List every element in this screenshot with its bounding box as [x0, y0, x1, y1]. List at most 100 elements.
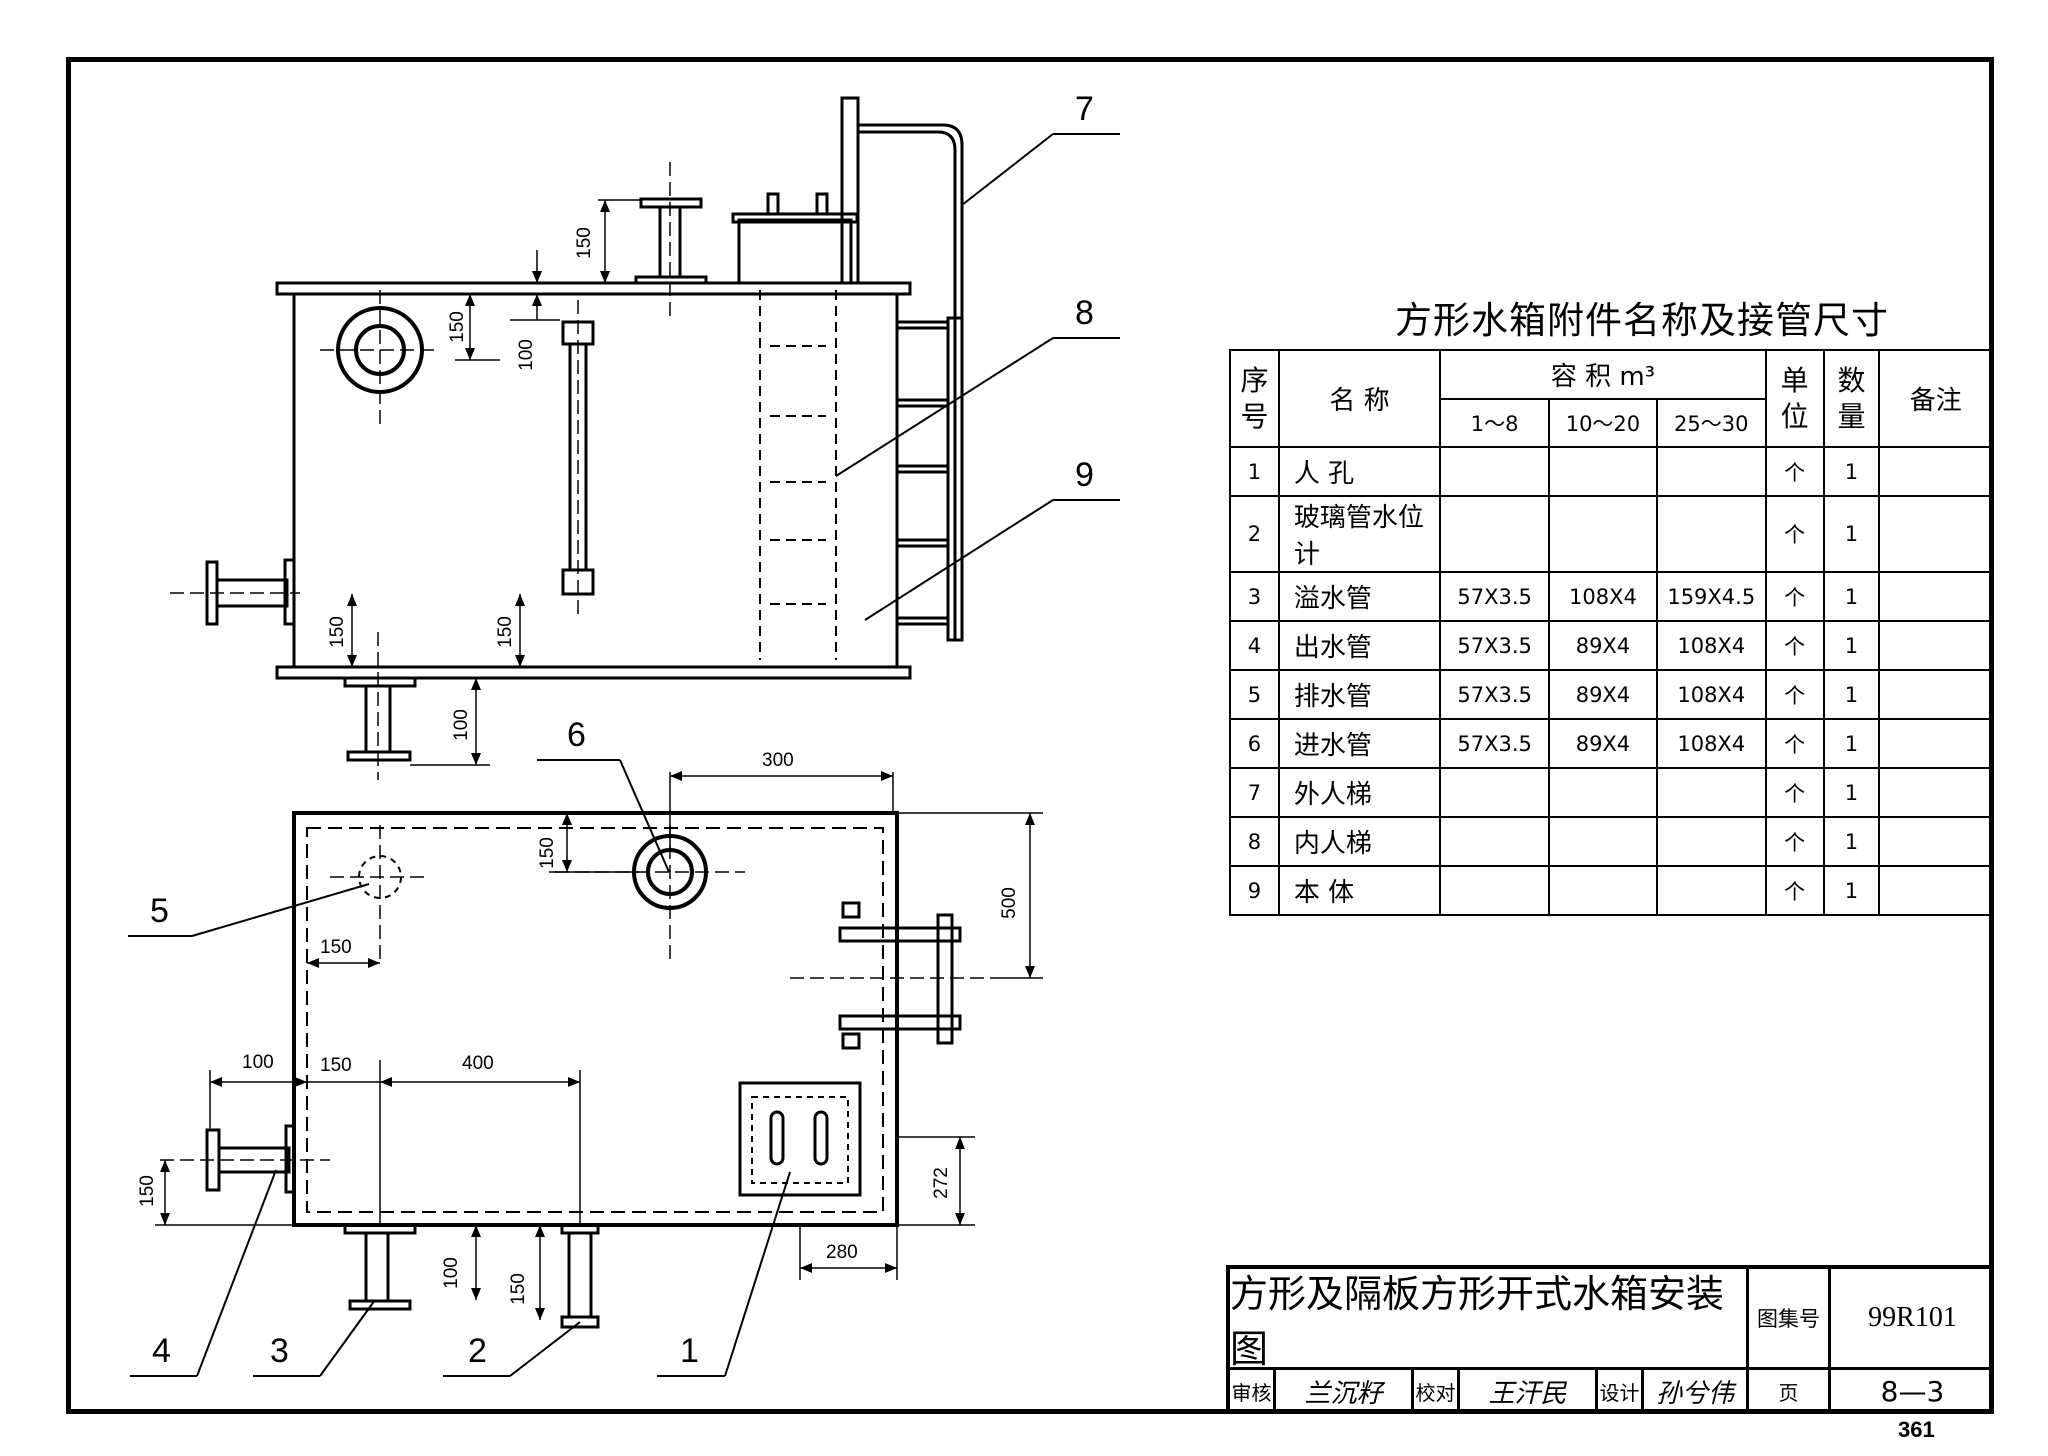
- cell-qty: 1: [1822, 620, 1881, 671]
- cell-size-25-30: [1655, 446, 1767, 497]
- left-outlet-pipe: [170, 558, 300, 626]
- elevation-top-plate: [275, 281, 912, 296]
- cell-size-10-20: [1548, 446, 1658, 497]
- header-volume-range: 10～20: [1548, 398, 1658, 448]
- cell-name: 出水管: [1277, 620, 1442, 671]
- inner-ladder: [759, 290, 837, 660]
- cell-qty: 1: [1822, 865, 1881, 916]
- cell-seq: 9: [1229, 865, 1280, 916]
- plan-manhole: [738, 1081, 862, 1197]
- cell-size-1-8: 57X3.5: [1439, 669, 1551, 720]
- plan-inner-dashed: [306, 827, 884, 1213]
- cell-size-1-8: 57X3.5: [1439, 571, 1551, 622]
- cell-unit: 个: [1764, 718, 1825, 769]
- dim-label: 150: [536, 837, 558, 869]
- elevation-leaders: [835, 133, 1120, 621]
- cell-qty: 1: [1822, 446, 1881, 497]
- drawing-title: 方形及隔板方形开式水箱安装图: [1230, 1269, 1749, 1371]
- plan-left-pipe: [160, 1124, 330, 1194]
- callout-9: 9: [1075, 456, 1094, 494]
- callout-4: 4: [152, 1332, 171, 1370]
- cell-size-25-30: 108X4: [1655, 669, 1767, 720]
- dim-label: 400: [462, 1053, 494, 1074]
- cell-size-1-8: 57X3.5: [1439, 718, 1551, 769]
- dim-label: 150: [507, 1273, 529, 1305]
- dim-label: 150: [326, 616, 348, 648]
- header-volume-range: 1～8: [1439, 398, 1551, 448]
- dim-label: 150: [573, 227, 595, 259]
- cell-qty: 1: [1822, 571, 1881, 622]
- cell-qty: 1: [1822, 495, 1881, 573]
- dim-label: 150: [446, 311, 468, 343]
- cell-size-25-30: 159X4.5: [1655, 571, 1767, 622]
- cell-size-25-30: [1655, 865, 1767, 916]
- cell-unit: 个: [1764, 571, 1825, 622]
- cell-seq: 8: [1229, 816, 1280, 867]
- elevation-view: [170, 96, 1120, 780]
- cell-size-10-20: [1548, 495, 1658, 573]
- dim-label: 272: [930, 1167, 952, 1199]
- cell-size-10-20: 108X4: [1548, 571, 1658, 622]
- cell-size-25-30: [1655, 495, 1767, 573]
- dim-label: 150: [494, 616, 516, 648]
- callout-3: 3: [270, 1332, 289, 1370]
- cell-size-10-20: [1548, 865, 1658, 916]
- header-seq: 序 号: [1229, 349, 1280, 448]
- cell-size-1-8: [1439, 767, 1551, 818]
- cell-size-1-8: [1439, 495, 1551, 573]
- cell-name: 人 孔: [1277, 446, 1442, 497]
- outer-ladder: [840, 96, 964, 642]
- cell-remark: [1878, 718, 1993, 769]
- glass-level-gauge: [561, 300, 595, 620]
- cell-size-10-20: 89X4: [1548, 620, 1658, 671]
- review-label: 审核: [1230, 1370, 1276, 1412]
- cell-seq: 2: [1229, 495, 1280, 573]
- cell-size-10-20: 89X4: [1548, 718, 1658, 769]
- cell-size-1-8: [1439, 865, 1551, 916]
- design-label: 设计: [1598, 1370, 1644, 1412]
- cell-name: 外人梯: [1277, 767, 1442, 818]
- cell-size-1-8: 57X3.5: [1439, 620, 1551, 671]
- cell-name: 溢水管: [1277, 571, 1442, 622]
- cell-qty: 1: [1822, 767, 1881, 818]
- dim-label: 150: [320, 937, 352, 958]
- cell-name: 内人梯: [1277, 816, 1442, 867]
- cell-remark: [1878, 767, 1993, 818]
- cell-seq: 6: [1229, 718, 1280, 769]
- cell-remark: [1878, 865, 1993, 916]
- design-signature: 孙兮伟: [1644, 1370, 1749, 1412]
- cell-unit: 个: [1764, 767, 1825, 818]
- dim-label: 100: [515, 339, 537, 371]
- cell-qty: 1: [1822, 669, 1881, 720]
- cell-unit: 个: [1764, 816, 1825, 867]
- cell-size-1-8: [1439, 816, 1551, 867]
- review-signature: 兰沉籽: [1276, 1370, 1414, 1412]
- dim-label: 150: [136, 1175, 158, 1207]
- elevation-bottom-plate: [275, 665, 912, 680]
- dim-label: 300: [762, 750, 794, 771]
- cell-remark: [1878, 495, 1993, 573]
- cell-remark: [1878, 446, 1993, 497]
- cell-unit: 个: [1764, 620, 1825, 671]
- cell-name: 玻璃管水位计: [1277, 495, 1442, 573]
- check-label: 校对: [1414, 1370, 1460, 1412]
- atlas-number: 99R101: [1831, 1269, 1994, 1370]
- callout-6: 6: [567, 716, 586, 754]
- cell-name: 进水管: [1277, 718, 1442, 769]
- cell-size-1-8: [1439, 446, 1551, 497]
- page-number: 8—3: [1880, 1374, 1945, 1408]
- cell-qty: 1: [1822, 718, 1881, 769]
- cell-size-25-30: 108X4: [1655, 620, 1767, 671]
- cell-size-10-20: [1548, 816, 1658, 867]
- table-title: 方形水箱附件名称及接管尺寸: [1395, 299, 1889, 342]
- cell-size-25-30: 108X4: [1655, 718, 1767, 769]
- manhole-circle: [320, 290, 440, 430]
- cell-seq: 3: [1229, 571, 1280, 622]
- cell-remark: [1878, 816, 1993, 867]
- header-name: 名 称: [1277, 349, 1442, 448]
